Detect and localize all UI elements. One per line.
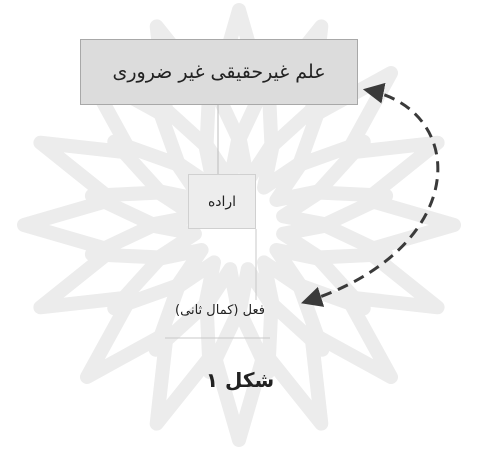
figure-caption: شکل ۱ [180, 368, 300, 392]
box-will: اراده [188, 174, 256, 229]
box-knowledge: علم غیرحقیقی غیر ضروری [80, 39, 358, 105]
box-will-text: اراده [208, 194, 236, 210]
label-action: فعل (کمال ثانی) [150, 303, 290, 318]
box-knowledge-text: علم غیرحقیقی غیر ضروری [112, 61, 325, 83]
dashed-bidirectional-arrow [305, 90, 438, 302]
